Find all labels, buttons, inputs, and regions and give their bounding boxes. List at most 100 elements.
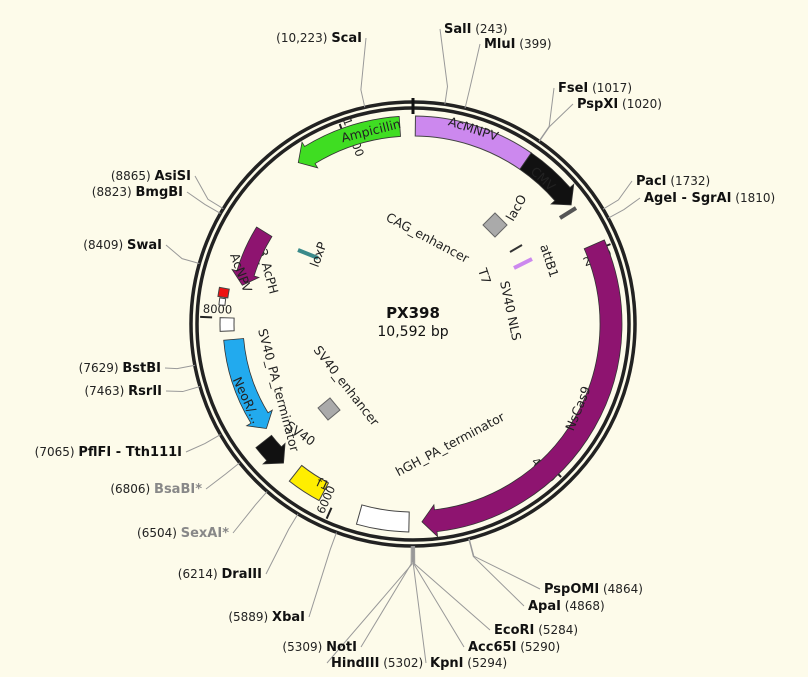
site-line-13 [205, 462, 241, 490]
site-line-16 [308, 532, 337, 618]
tick-2 [325, 507, 333, 520]
site-pos: (5294) [463, 656, 507, 670]
site-label-8: (8823) BmgBI [92, 185, 183, 200]
site-name: KpnI [430, 656, 463, 671]
site-pos: (1810) [731, 191, 775, 205]
site-label-13: (6806) BsaBI* [110, 482, 202, 497]
site-line-9 [165, 244, 200, 265]
site-label-10: (7629) BstBI [79, 361, 161, 376]
site-label-20: Acc65I (5290) [468, 640, 560, 655]
site-line-21 [414, 545, 491, 631]
site-line-7 [194, 175, 224, 210]
site-pos: (1732) [667, 174, 711, 188]
site-pos: (1020) [618, 97, 662, 111]
site-line-14 [232, 491, 268, 534]
sv40pa-label: SV40_PA_terminator [255, 327, 302, 454]
sv40-enhancer-mark [317, 397, 341, 421]
site-pos: (8409) [83, 238, 127, 252]
site-line-12 [185, 434, 221, 453]
cmv-arrow [519, 152, 575, 206]
site-name: XbaI [272, 610, 305, 625]
site-line-4 [538, 103, 574, 142]
plasmid-size: 10,592 bp [377, 324, 448, 340]
site-line-8 [186, 191, 221, 214]
site-pos: (4868) [561, 599, 605, 613]
site-name: BsaBI* [154, 482, 202, 497]
site-line-20 [413, 545, 465, 648]
site-line-18 [326, 545, 413, 664]
site-label-18: HindIII (5302) [331, 656, 423, 671]
site-line-0 [360, 37, 367, 108]
site-label-1: SalI (243) [444, 22, 508, 37]
site-label-11: (7463) RsrII [84, 384, 162, 399]
site-label-3: FseI (1017) [558, 81, 632, 96]
site-pos: (399) [515, 37, 551, 51]
site-name: NotI [326, 640, 357, 655]
site-name: AsiSI [155, 169, 191, 184]
site-name: ScaI [331, 31, 362, 46]
site-name: MluI [484, 37, 515, 52]
site-label-5: PacI (1732) [636, 174, 710, 189]
site-name: EcoRI [494, 623, 534, 638]
site-pos: (5309) [282, 640, 326, 654]
sv40nls-label: SV40 NLS [497, 280, 524, 342]
site-pos: (1017) [588, 81, 632, 95]
site-line-22 [468, 538, 525, 607]
site-pos: (6504) [137, 526, 181, 540]
site-name: FseI [558, 81, 588, 96]
cag-enhancer-label: CAG_enhancer [384, 209, 473, 266]
site-name: BmgBI [135, 185, 183, 200]
site-label-19: KpnI (5294) [430, 656, 507, 671]
loxp-label: loxP [307, 239, 330, 269]
ampicillin-arrow [297, 116, 401, 169]
site-name: BstBI [122, 361, 161, 376]
site-pos: (8865) [111, 169, 155, 183]
site-name: AgeI - SgrAI [644, 191, 731, 206]
t7-mark [509, 244, 523, 253]
site-pos: (5284) [534, 623, 578, 637]
site-line-19 [412, 545, 427, 664]
acnpv-arrow [231, 226, 273, 286]
site-pos: (6806) [110, 482, 154, 496]
site-labels: (10,223) ScaI SalI (243)MluI (399) FseI (1… [35, 22, 776, 671]
sv40pa-box [219, 317, 235, 332]
site-pos: (10,223) [276, 31, 331, 45]
site-pos: (7629) [79, 361, 123, 375]
site-name: HindIII [331, 656, 379, 671]
site-label-4: PspXI (1020) [577, 97, 662, 112]
site-label-23: PspOMI (4864) [544, 582, 643, 597]
attb1-mark [513, 257, 533, 270]
acph-white-box [218, 297, 227, 306]
sv40-enhancer-label: SV40_enhancer [311, 343, 383, 430]
f1-label: f1 [314, 475, 332, 494]
hgh-box [355, 504, 410, 533]
site-line-6 [607, 197, 641, 219]
site-line-11 [165, 386, 201, 393]
site-line-1 [439, 28, 448, 105]
site-name: PspOMI [544, 582, 599, 597]
site-label-7: (8865) AsiSI [111, 169, 191, 184]
site-pos: (5302) [379, 656, 423, 670]
site-line-3 [538, 87, 555, 142]
nscas9-arrow [421, 239, 623, 538]
laco-mark [558, 206, 578, 220]
site-label-17: (5309) NotI [282, 640, 357, 655]
loxp-mark [297, 248, 319, 260]
site-pos: (243) [471, 22, 507, 36]
site-leader-lines [164, 28, 641, 664]
site-name: SwaI [127, 238, 162, 253]
site-label-15: (6214) DraIII [178, 567, 262, 582]
t7-label: T7 [475, 265, 494, 285]
site-label-12: (7065) PflFI - Tth111I [35, 445, 182, 460]
site-pos: (5889) [228, 610, 272, 624]
site-name: Acc65I [468, 640, 516, 655]
site-line-10 [164, 364, 195, 370]
site-name: PflFI - Tth111I [78, 445, 182, 460]
site-name: DraIII [222, 567, 263, 582]
acph-box [217, 286, 230, 299]
tick-label-3: 8000 [203, 302, 233, 317]
plasmid-name: PX398 [386, 304, 440, 322]
site-line-15 [265, 513, 299, 575]
hgh-label: hGH_PA_terminator [393, 409, 508, 480]
site-pos: (7065) [35, 445, 79, 459]
